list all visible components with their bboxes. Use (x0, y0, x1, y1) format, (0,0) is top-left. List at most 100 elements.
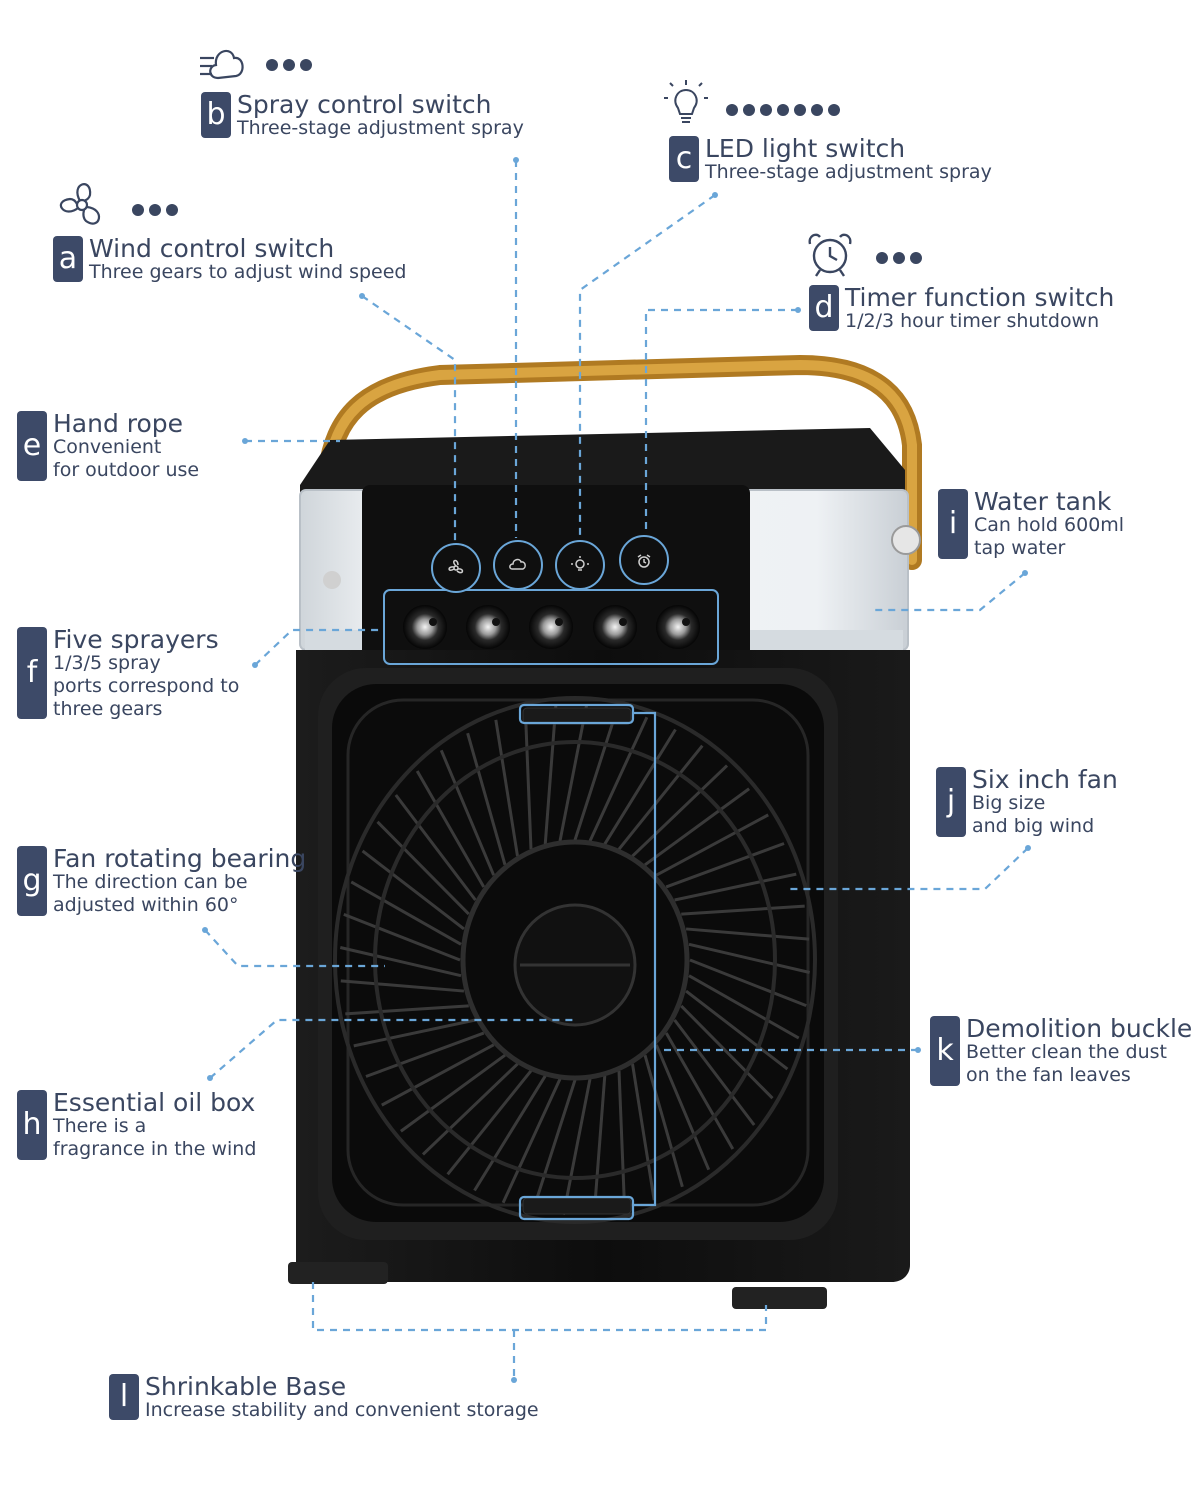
led-light-button[interactable] (555, 540, 605, 590)
indicator-dot (149, 204, 161, 216)
fan-grill-spoke (617, 744, 704, 851)
fan-grill-spoke (421, 1062, 519, 1156)
wind-control-button[interactable] (431, 543, 481, 593)
badge-a: a (53, 236, 83, 282)
fan-grill-spoke (681, 904, 805, 916)
control-panel (362, 485, 750, 665)
indicator-dot (876, 252, 888, 264)
indicator-dot (760, 104, 772, 116)
sprayer-nozzle (593, 605, 637, 649)
spray-control-button[interactable] (493, 540, 543, 590)
label-title: Shrinkable Base (145, 1372, 347, 1401)
alarm-clock-icon (808, 233, 852, 277)
fan-grill-spoke (674, 872, 797, 902)
fan-grill-spoke (688, 974, 800, 1040)
fan-grill-spoke (339, 946, 462, 978)
badge-i: i (938, 489, 968, 559)
indicator-dot (811, 104, 823, 116)
fan-grill-spoke (494, 719, 519, 857)
label-line: The direction can be (53, 871, 248, 893)
fan-grill-spoke (365, 1031, 485, 1078)
indicator-dot (910, 252, 922, 264)
leader-end-dots (202, 157, 1031, 1383)
fan-grill-spoke (415, 770, 486, 888)
label-line: fragrance in the wind (53, 1138, 257, 1160)
fan-grill-spoke (558, 705, 589, 842)
label-title: Spray control switch (237, 90, 492, 119)
label-line: Increase stability and convenient storag… (145, 1399, 539, 1421)
fan-grill-spoke (664, 1032, 735, 1150)
indicator-dot (743, 104, 755, 116)
fan-grill-spoke (466, 732, 507, 866)
fan-grill-spoke (439, 749, 496, 876)
fan-grill-spoke (643, 1054, 684, 1188)
indicator-dots (132, 59, 922, 264)
control-buttons (431, 535, 669, 593)
fan-icon (59, 183, 100, 225)
fan-grill-spoke (343, 912, 461, 962)
label-line: adjusted within 60° (53, 894, 239, 916)
fan-grill-spoke (631, 764, 729, 858)
badge-j: j (936, 767, 966, 837)
sprayer-nozzle (403, 605, 447, 649)
fan-grill-spoke (588, 716, 649, 842)
label-line: Can hold 600ml (974, 514, 1125, 536)
fan-grill-spoke (617, 1070, 627, 1210)
label-title: Hand rope (53, 409, 184, 438)
fan-grill-spoke (603, 728, 677, 845)
fan-grill-spoke (340, 979, 465, 993)
fan-grill-spoke (376, 820, 470, 916)
fan-grill-spoke (680, 1004, 774, 1100)
fan-grill-spoke (353, 1018, 476, 1048)
fan-grill-spoke (654, 1044, 711, 1171)
label-line: Big size (972, 792, 1046, 814)
label-title: Demolition buckle (966, 1014, 1193, 1043)
fan-grill-spoke (350, 880, 462, 946)
fan-grill-spoke (531, 1079, 577, 1212)
fan-grill-spoke (673, 1019, 756, 1126)
indicator-dot (893, 252, 905, 264)
indicator-dot (166, 204, 178, 216)
label-essential-oil-box: h Essential oil box There is a fragrance… (17, 1090, 256, 1161)
fan-grill-spoke (688, 942, 811, 974)
label-shrinkable-base: l Shrinkable Base Increase stability and… (109, 1374, 539, 1422)
sprayer-nozzle (466, 605, 510, 649)
shrinkable-base-right-foot (732, 1287, 827, 1309)
label-fan-rotating-bearing: g Fan rotating bearing The direction can… (17, 846, 306, 917)
label-title: Timer function switch (845, 283, 1115, 312)
fan-grill-spoke (689, 958, 807, 1008)
label-timer-function-switch: d Timer function switch 1/2/3 hour timer… (809, 285, 1114, 333)
fan-grill-spoke (399, 1053, 506, 1133)
sprayer-nozzle (656, 605, 700, 649)
label-line: on the fan leaves (966, 1064, 1131, 1086)
label-line: 1/3/5 spray (53, 652, 161, 674)
top-lid (300, 428, 905, 500)
badge-d: d (809, 285, 839, 331)
sprayer-nozzle (529, 605, 573, 649)
indicator-dot (300, 59, 312, 71)
label-line: Convenient (53, 436, 162, 458)
fan-grill-spoke (573, 708, 619, 841)
badge-b: b (201, 92, 231, 138)
label-title: Essential oil box (53, 1088, 256, 1117)
badge-f: f (17, 627, 47, 719)
fan-grill-spoke (665, 842, 785, 889)
label-hand-rope: e Hand rope Convenient for outdoor use (17, 411, 199, 482)
label-title: Wind control switch (89, 234, 335, 263)
fan-grill-spoke (473, 1075, 547, 1192)
fan-grill-spoke (523, 710, 533, 850)
fan-grill-spoke (501, 1078, 562, 1204)
label-line: three gears (53, 698, 163, 720)
badge-l: l (109, 1374, 139, 1420)
label-line: Three-stage adjustment spray (705, 161, 992, 183)
label-line: Three-stage adjustment spray (237, 117, 524, 139)
timer-button[interactable] (619, 535, 669, 585)
label-line: ports correspond to (53, 675, 240, 697)
badge-g: g (17, 846, 47, 916)
fan-grill-spoke (345, 1004, 469, 1016)
indicator-dot (777, 104, 789, 116)
shrinkable-base-left-foot (288, 1262, 388, 1284)
label-title: LED light switch (705, 134, 906, 163)
indicator-dot (794, 104, 806, 116)
label-line: and big wind (972, 815, 1095, 837)
